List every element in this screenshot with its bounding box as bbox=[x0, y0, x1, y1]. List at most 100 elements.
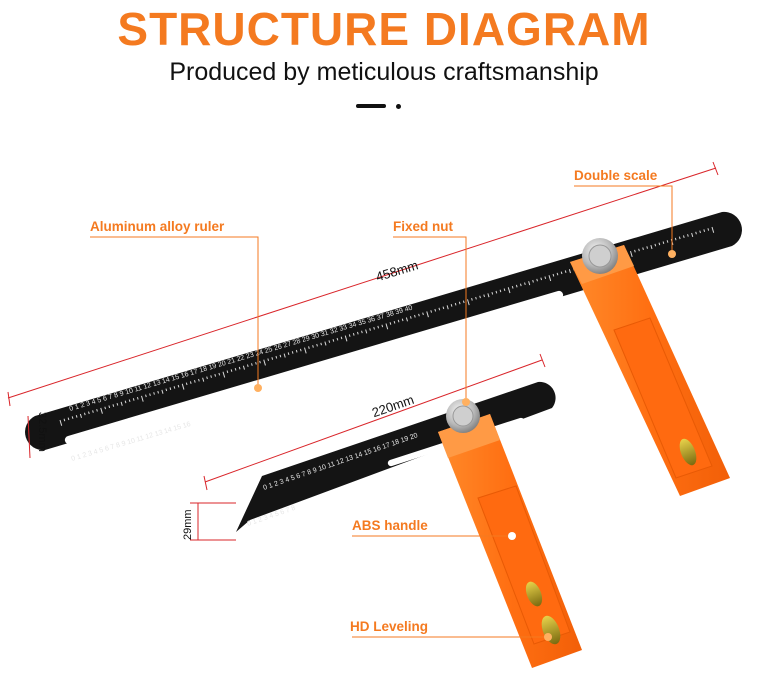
scale-tick bbox=[287, 352, 290, 355]
scale-tick bbox=[157, 390, 159, 394]
scale-tick bbox=[361, 330, 363, 334]
scale-tick bbox=[185, 382, 188, 386]
scale-tick bbox=[674, 237, 677, 241]
scale-tick bbox=[552, 273, 555, 277]
page-subtitle: Produced by meticulous craftsmanship bbox=[169, 58, 599, 86]
scale-tick bbox=[528, 281, 531, 286]
dim-220-line bbox=[204, 359, 543, 483]
scale-tick bbox=[88, 411, 90, 415]
scale-tick bbox=[446, 305, 449, 310]
dim-458-line bbox=[7, 167, 717, 399]
scale-tick bbox=[678, 236, 681, 240]
scale-tick bbox=[515, 284, 518, 288]
scale-tick bbox=[564, 270, 567, 273]
scale-tick bbox=[116, 402, 119, 406]
scale-tick bbox=[499, 289, 502, 293]
scale-tick bbox=[193, 380, 196, 383]
scale-tick bbox=[108, 405, 111, 409]
scale-tick bbox=[699, 230, 701, 234]
scale-tick bbox=[251, 363, 253, 366]
scale-tick bbox=[532, 279, 534, 283]
scale-tick bbox=[304, 347, 307, 354]
scale-tick bbox=[259, 360, 261, 364]
scale-tick bbox=[646, 246, 648, 249]
scale-tick bbox=[67, 417, 70, 421]
scale-tick bbox=[222, 371, 226, 378]
scale-tick bbox=[63, 418, 66, 422]
scale-tick bbox=[511, 285, 514, 289]
scale-tick bbox=[462, 300, 465, 304]
scale-tick bbox=[495, 290, 498, 294]
scale-tick bbox=[75, 415, 78, 418]
scale-tick bbox=[414, 314, 416, 318]
scale-tick bbox=[255, 361, 257, 365]
callout-double-scale: Double scale bbox=[574, 168, 658, 183]
scale-tick bbox=[145, 394, 147, 398]
divider-dash bbox=[356, 104, 386, 108]
scale-tick bbox=[283, 353, 286, 358]
scale-tick bbox=[308, 346, 310, 349]
scale-tick bbox=[467, 299, 470, 306]
scale-tick bbox=[703, 229, 706, 232]
scale-tick bbox=[418, 313, 420, 317]
short-level-vial-upper bbox=[525, 581, 543, 607]
scale-tick bbox=[153, 392, 155, 395]
scale-tick bbox=[226, 370, 229, 374]
scale-tick bbox=[381, 324, 384, 328]
svg-text:0 1 2 3 4 5 6 7 8 9 10 11 12 1: 0 1 2 3 4 5 6 7 8 9 10 11 12 13 14 15 16… bbox=[69, 305, 414, 413]
callout-abs-handle: ABS handle bbox=[352, 518, 428, 533]
scale-tick bbox=[246, 364, 249, 368]
callout-leaders bbox=[90, 185, 673, 638]
scale-tick bbox=[320, 342, 322, 346]
scale-tick bbox=[263, 359, 266, 366]
scale-tick bbox=[173, 386, 176, 389]
scale-tick bbox=[385, 323, 389, 330]
divider-dot bbox=[396, 104, 401, 109]
dim-label-29: 29mm bbox=[182, 509, 194, 540]
scale-tick bbox=[544, 276, 547, 279]
scale-tick bbox=[316, 343, 318, 347]
scale-tick bbox=[96, 409, 98, 412]
long-level-vial bbox=[679, 438, 697, 466]
scale-tick bbox=[312, 345, 314, 348]
scale-tick bbox=[71, 416, 74, 419]
scale-tick bbox=[177, 384, 180, 388]
scale-tick bbox=[128, 399, 131, 403]
scale-tick bbox=[695, 231, 697, 235]
scale-tick bbox=[519, 283, 522, 287]
scale-tick bbox=[104, 406, 107, 410]
callout-fixed-nut: Fixed nut bbox=[393, 219, 453, 234]
scale-tick bbox=[112, 404, 115, 407]
scale-tick bbox=[458, 301, 461, 305]
scale-tick bbox=[377, 325, 380, 329]
scale-tick bbox=[136, 396, 139, 400]
scale-tick bbox=[234, 367, 237, 371]
scale-tick bbox=[340, 336, 343, 340]
scale-tick bbox=[524, 282, 526, 286]
scale-tick bbox=[405, 317, 408, 322]
scale-tick bbox=[691, 232, 694, 238]
scale-tick bbox=[271, 357, 274, 360]
scale-tick bbox=[218, 372, 221, 376]
scale-tick bbox=[79, 413, 82, 418]
scale-tick bbox=[267, 358, 270, 362]
scale-tick bbox=[711, 226, 715, 233]
scale-tick bbox=[198, 378, 200, 382]
scale-tick bbox=[568, 269, 571, 274]
scale-tick bbox=[666, 240, 669, 243]
scale-tick bbox=[548, 275, 552, 282]
scale-tick bbox=[650, 244, 653, 250]
callout-hd-leveling: HD Leveling bbox=[350, 619, 429, 634]
scale-tick bbox=[487, 293, 490, 298]
scale-tick bbox=[389, 322, 392, 325]
scale-tick bbox=[662, 241, 665, 245]
scale-tick bbox=[634, 249, 636, 253]
scale-tick bbox=[536, 278, 538, 282]
scale-tick bbox=[242, 365, 245, 370]
scale-tick bbox=[397, 319, 400, 323]
long-ruler-slot bbox=[64, 290, 564, 445]
scale-tick bbox=[238, 366, 241, 370]
scale-tick bbox=[426, 311, 429, 318]
scale-tick bbox=[181, 383, 185, 390]
dim-label-32: 32.5mm bbox=[36, 412, 48, 452]
